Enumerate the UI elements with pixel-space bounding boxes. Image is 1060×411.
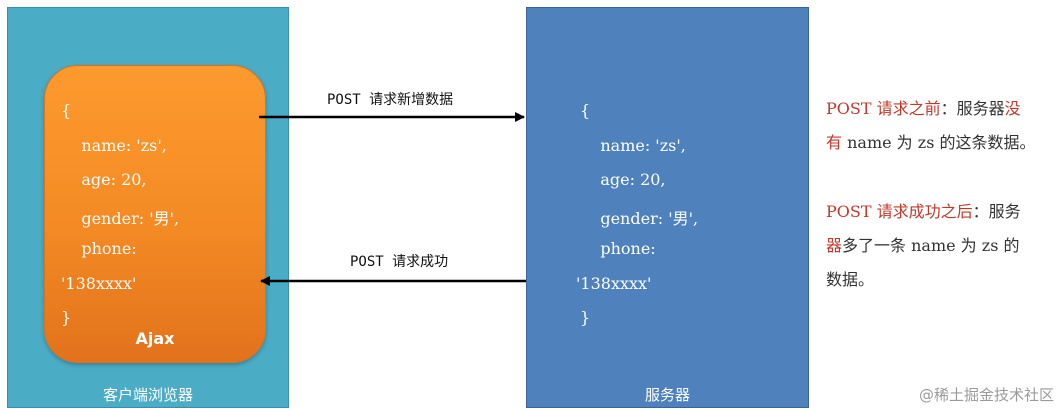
client-code-line: phone: (61, 239, 137, 258)
client-code-line: age: 20, (61, 170, 147, 189)
server-code-line: phone: (580, 239, 656, 258)
watermark: @稀土掘金技术社区 (918, 386, 1054, 404)
ajax-box: Ajax (44, 65, 266, 363)
server-code-line: gender: '男', (580, 209, 699, 228)
client-code-line: gender: '男', (61, 209, 180, 228)
note-before-text-red: 没 (1004, 99, 1021, 118)
note-before-line2: 有 name 为 zs 的这条数据。 (826, 126, 1060, 160)
client-browser-panel: Ajax { name: 'zs', age: 20, gender: '男',… (7, 7, 289, 408)
note-after-line3: 数据。 (826, 263, 1060, 297)
server-code-line: { (580, 101, 591, 120)
response-arrow-label: POST 请求成功 (350, 254, 449, 270)
note-before-line2-red: 有 (826, 133, 843, 152)
note-before-text: ：服务器 (940, 99, 1005, 118)
server-panel-label: 服务器 (644, 386, 690, 404)
note-after-line2-red: 器 (826, 236, 843, 255)
server-code-line: age: 20, (580, 170, 666, 189)
server-code-line: name: 'zs', (580, 136, 686, 155)
client-code-line: } (61, 308, 72, 327)
server-code-line: } (580, 308, 591, 327)
note-before-title: POST 请求之前 (826, 99, 941, 118)
client-code-line: { (61, 101, 72, 120)
server-code-line: '138xxxx' (576, 274, 652, 293)
client-panel-label: 客户端浏览器 (102, 386, 193, 404)
note-before-line2-text: name 为 zs 的这条数据。 (842, 133, 1036, 152)
note-after-title: POST 请求成功之后 (826, 202, 973, 221)
note-before-line1: POST 请求之前：服务器没 (826, 92, 1060, 126)
server-panel: { name: 'zs', age: 20, gender: '男', phon… (526, 7, 809, 408)
client-code-line: '138xxxx' (61, 274, 137, 293)
request-arrow-label: POST 请求新增数据 (327, 92, 454, 108)
note-after-line2: 器多了一条 name 为 zs 的 (826, 229, 1060, 263)
note-after-line1: POST 请求成功之后：服务 (826, 195, 1060, 229)
note-after-text: ：服务 (972, 202, 1021, 221)
client-code-line: name: 'zs', (61, 136, 167, 155)
note-after-line3-text: 数据。 (826, 270, 875, 289)
ajax-label: Ajax (135, 329, 175, 348)
note-after-line2-text: 多了一条 name 为 zs 的 (842, 236, 1020, 255)
